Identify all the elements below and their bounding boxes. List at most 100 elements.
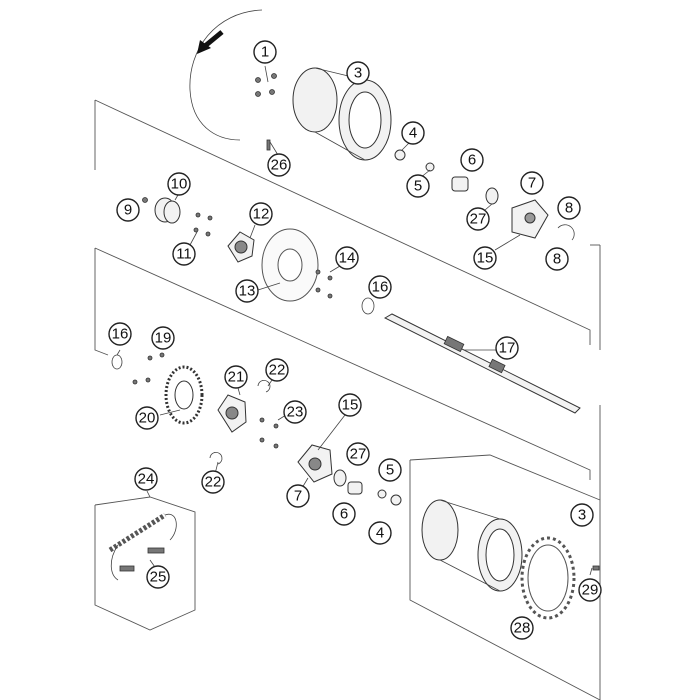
callout-number: 24 [138, 471, 155, 488]
callout-c8b: 8 [545, 247, 569, 271]
callout-circle [466, 207, 490, 231]
upper-frame [94, 99, 601, 500]
callout-c22b: 22 [201, 470, 225, 494]
callout-number: 3 [354, 65, 362, 82]
axle-17 [383, 313, 581, 414]
callout-number: 29 [582, 582, 599, 599]
callout-circle [338, 393, 362, 417]
callout-circle [235, 279, 259, 303]
nuts-23 [259, 417, 279, 449]
callout-number: 13 [239, 283, 256, 300]
callout-number: 22 [269, 362, 286, 379]
callout-c15b: 15 [338, 393, 362, 417]
callout-number: 1 [261, 44, 269, 61]
rotation-arrow-icon [189, 9, 263, 141]
callout-circle [401, 121, 425, 145]
callout-c16a: 16 [368, 275, 392, 299]
callout-number: 28 [514, 620, 531, 637]
callout-number: 17 [499, 340, 516, 357]
callout-c10: 10 [167, 172, 191, 196]
callout-c3b: 3 [570, 503, 594, 527]
bearing-6-lower [347, 481, 363, 495]
callout-circle [116, 198, 140, 222]
callout-number: 26 [271, 157, 288, 174]
callout-number: 5 [414, 178, 422, 195]
callout-circle [332, 502, 356, 526]
callout-circle [172, 242, 196, 266]
chain-24 [108, 512, 177, 581]
callout-c12: 12 [249, 202, 273, 226]
rim-lower [421, 499, 523, 592]
callout-number: 4 [376, 525, 384, 542]
callout-number: 15 [342, 397, 359, 414]
callout-circle [167, 172, 191, 196]
sprocket-20 [164, 365, 204, 425]
callout-circle [249, 202, 273, 226]
callout-number: 27 [350, 446, 367, 463]
callout-number: 8 [553, 251, 561, 268]
callout-circle [108, 322, 132, 346]
callout-c7b: 7 [286, 484, 310, 508]
callout-c14: 14 [335, 246, 359, 270]
bearing-6 [451, 176, 469, 192]
callout-number: 7 [294, 488, 302, 505]
callout-circle [267, 153, 291, 177]
callout-c21: 21 [224, 365, 248, 389]
callout-c17: 17 [495, 336, 519, 360]
callout-number: 14 [339, 250, 356, 267]
callout-c5b: 5 [378, 458, 402, 482]
callout-c27b: 27 [346, 442, 370, 466]
callout-c25: 25 [146, 565, 170, 589]
callout-circle [368, 275, 392, 299]
nuts-11 [193, 212, 213, 237]
callout-circle [557, 196, 581, 220]
callout-circle [146, 565, 170, 589]
hub-12 [227, 231, 255, 263]
bolts-1 [255, 73, 277, 97]
callout-number: 12 [253, 206, 270, 223]
callout-circle [473, 246, 497, 270]
bolts-19 [132, 352, 165, 385]
seal-27-lower [333, 469, 347, 487]
callout-c24: 24 [134, 467, 158, 491]
callout-c9: 9 [116, 198, 140, 222]
callout-number: 19 [155, 330, 172, 347]
oring-16-upper [361, 297, 375, 315]
clip-22-upper [257, 380, 271, 393]
callout-c29: 29 [578, 578, 602, 602]
callout-circle [286, 484, 310, 508]
callout-c20: 20 [135, 406, 159, 430]
callout-circle [346, 61, 370, 85]
callout-circle [495, 336, 519, 360]
wheel-group-box [409, 454, 601, 700]
callout-c5a: 5 [406, 174, 430, 198]
callout-circle [135, 406, 159, 430]
callout-circle [578, 578, 602, 602]
callout-circle [570, 503, 594, 527]
clip-22-lower [209, 452, 223, 465]
callout-number: 4 [409, 125, 417, 142]
callout-c23: 23 [283, 400, 307, 424]
callout-circle [368, 521, 392, 545]
master-link-25 [119, 547, 165, 572]
callout-number: 16 [112, 326, 129, 343]
oring-16-lower [111, 354, 123, 370]
callout-number: 27 [470, 211, 487, 228]
circlip-8 [557, 224, 575, 241]
callout-number: 10 [171, 176, 188, 193]
callout-number: 6 [468, 152, 476, 169]
valve-26 [266, 139, 271, 151]
callout-circle [151, 326, 175, 350]
callout-circle [460, 148, 484, 172]
callout-c19: 19 [151, 326, 175, 350]
callout-c28: 28 [510, 616, 534, 640]
callout-number: 7 [528, 175, 536, 192]
callout-number: 16 [372, 279, 389, 296]
callout-number: 11 [176, 246, 192, 263]
callout-number: 25 [150, 569, 167, 586]
callout-circle [134, 467, 158, 491]
callout-circle [265, 358, 289, 382]
brake-disc-13 [261, 228, 319, 302]
callout-circle [283, 400, 307, 424]
